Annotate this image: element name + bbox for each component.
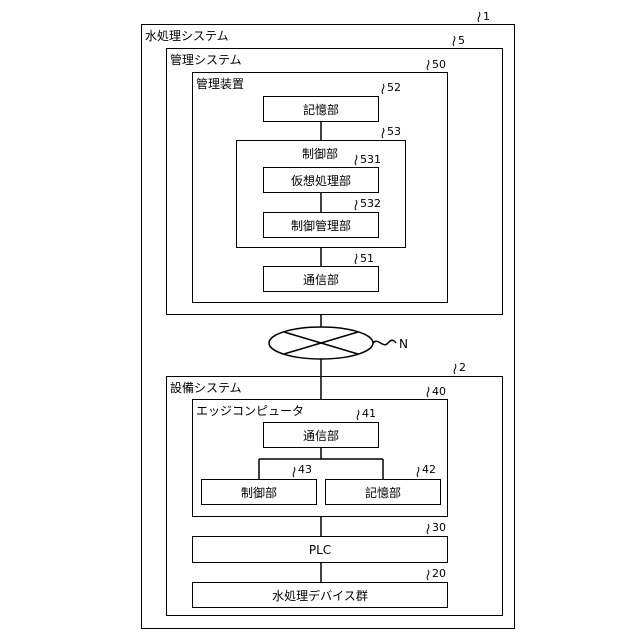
ref-mark-50 [427, 60, 429, 70]
ref-mark-53 [382, 128, 384, 138]
ref-mark-532 [355, 200, 357, 210]
ref-mark-20 [427, 570, 429, 580]
ref-mark-40 [427, 387, 429, 397]
ref-mark-2 [454, 364, 456, 374]
ref-mark-531 [355, 155, 357, 165]
ref-mark-1 [478, 12, 480, 22]
ref-mark-51 [355, 254, 357, 264]
ref-mark-42 [417, 467, 419, 477]
ref-mark-41 [357, 410, 359, 420]
ref-mark-52 [382, 84, 384, 94]
ref-mark-43 [293, 467, 295, 477]
ref-mark-30 [427, 524, 429, 534]
ref-mark-5 [453, 36, 455, 46]
